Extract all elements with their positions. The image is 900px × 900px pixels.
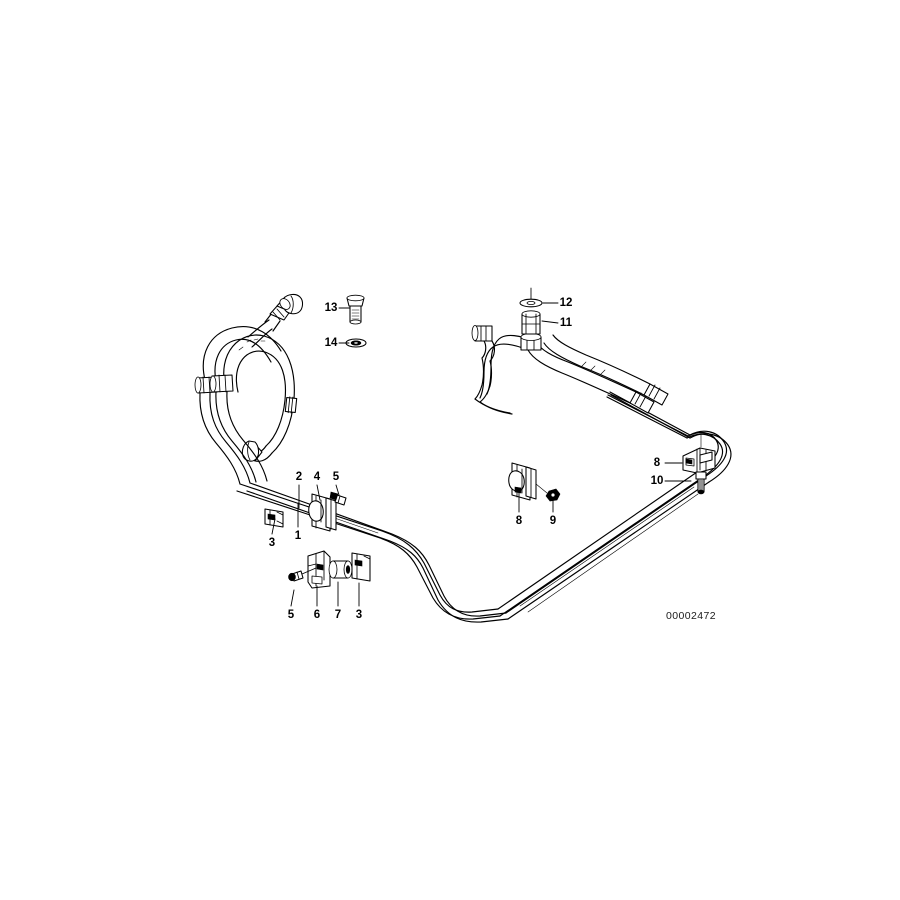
pipe-clamp-middle bbox=[508, 462, 561, 502]
support-bracket-group bbox=[288, 550, 371, 589]
callout-number-13: 13 bbox=[325, 302, 338, 314]
left-hose-assembly bbox=[194, 293, 304, 485]
callout-number-6: 6 bbox=[314, 609, 320, 621]
hose-end-fitting-right-assembly bbox=[471, 325, 496, 362]
callout-leader-line bbox=[271, 518, 276, 535]
diagram-id: 00002472 bbox=[666, 610, 716, 622]
right-hose-assembly bbox=[471, 287, 669, 415]
callout-leader-line bbox=[541, 320, 559, 324]
rubber-mounting-clip-left bbox=[264, 508, 284, 528]
hex-nut bbox=[545, 488, 561, 502]
callout-number-8: 8 bbox=[516, 515, 523, 527]
callout-number-7: 7 bbox=[335, 609, 341, 621]
callout-number-2: 2 bbox=[296, 471, 302, 483]
hex-bolt-lower bbox=[288, 567, 317, 582]
hex-bolt-upper bbox=[329, 491, 347, 506]
pipe-clamp-right bbox=[682, 431, 716, 495]
callout-number-10: 10 bbox=[651, 475, 664, 487]
rubber-mounting-clip-lower bbox=[351, 552, 371, 582]
main-cooling-pipe-run bbox=[236, 391, 732, 623]
callout-number-11: 11 bbox=[560, 317, 573, 329]
hose-elbow-fitting-lower bbox=[241, 440, 273, 462]
screw-union-assembly bbox=[519, 287, 543, 351]
callout-number-3: 3 bbox=[269, 537, 275, 549]
pipe-holder-bracket-group bbox=[308, 491, 347, 532]
callout-leader-line bbox=[316, 484, 321, 501]
callout-leader-line bbox=[290, 589, 295, 607]
callout-number-4: 4 bbox=[314, 471, 321, 483]
callout-number-8b: 8 bbox=[654, 457, 661, 469]
callout-number-9: 9 bbox=[550, 515, 556, 527]
banjo-bolt-part13 bbox=[346, 294, 365, 325]
hose-connector-collars-left bbox=[194, 374, 234, 394]
hose-ferrule-right bbox=[284, 396, 298, 414]
callout-number-12: 12 bbox=[560, 297, 573, 309]
callout-number-14: 14 bbox=[325, 337, 338, 349]
hose-end-fitting-top-left bbox=[269, 293, 304, 321]
callout-leader-line bbox=[335, 484, 340, 496]
callout-number-3b: 3 bbox=[356, 609, 362, 621]
callout-number-5: 5 bbox=[333, 471, 340, 483]
pipe-ferrule-pair-right bbox=[629, 383, 669, 414]
mounting-bolt-right bbox=[695, 471, 707, 495]
callout-number-5b: 5 bbox=[288, 609, 295, 621]
rubber-grommet-spacer bbox=[328, 560, 353, 579]
callout-number-1: 1 bbox=[295, 530, 302, 542]
